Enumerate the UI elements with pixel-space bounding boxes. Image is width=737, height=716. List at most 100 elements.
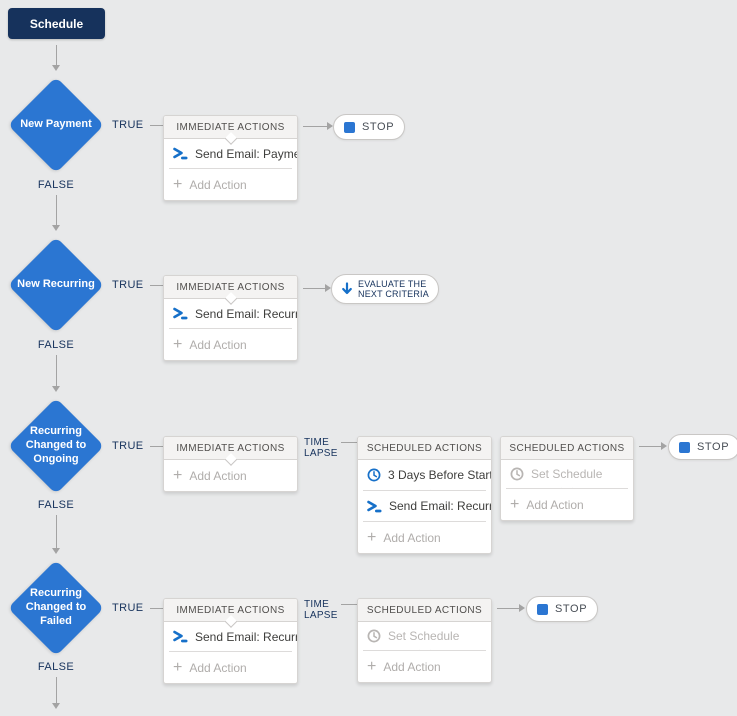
action-item-send-email-recurring[interactable]: Send Email: Recurri... [164,622,297,651]
divider [169,651,292,652]
plus-icon: + [367,657,377,675]
immediate-actions-title: IMMEDIATE ACTIONS [176,604,285,616]
plus-icon: + [173,335,183,353]
scheduled-actions-title: SCHEDULED ACTIONS [366,442,483,454]
set-schedule-button[interactable]: Set Schedule [501,460,633,488]
add-action-button[interactable]: + Add Action [358,651,491,682]
stop-square-icon [679,441,690,453]
add-action-label: Add Action [526,497,584,512]
plus-icon: + [173,658,183,676]
action-item-send-email-payment[interactable]: Send Email: Payme... [164,139,297,168]
connector-false-down-4 [52,677,60,709]
immediate-actions-header: IMMEDIATE ACTIONS [164,437,297,466]
true-label: TRUE [112,440,144,452]
stop-label: STOP [362,121,395,133]
divider [506,488,628,489]
action-item-send-email-recurring[interactable]: Send Email: Recurri... [358,491,491,521]
clock-icon [510,467,524,481]
time-label: TIME [304,437,330,448]
add-action-button[interactable]: + Add Action [358,522,491,553]
notch-icon [418,644,431,650]
set-schedule-button[interactable]: Set Schedule [358,622,491,650]
stop-label: STOP [555,603,588,615]
stop-square-icon [537,603,548,615]
immediate-actions-header: IMMEDIATE ACTIONS [164,599,297,628]
set-schedule-label: Set Schedule [531,467,603,481]
stop-square-icon [344,121,355,133]
clock-icon [367,468,381,482]
add-action-label: Add Action [189,177,247,192]
connector-false-down-1 [52,195,60,231]
scheduled-actions-header: SCHEDULED ACTIONS [358,599,491,622]
time-lapse-connector-3: TIME LAPSE [304,437,363,459]
scheduled-actions-box-1: SCHEDULED ACTIONS 3 Days Before Start...… [357,436,492,554]
scheduled-actions-header: SCHEDULED ACTIONS [358,437,491,460]
criteria-node-new-payment[interactable]: New Payment [7,76,105,174]
add-action-label: Add Action [189,337,247,352]
action-item-send-email-recurring[interactable]: Send Email: Recurri... [164,299,297,328]
scheduled-actions-box-3: SCHEDULED ACTIONS Set Schedule + Add Act… [357,598,492,683]
immediate-actions-box-2: IMMEDIATE ACTIONS Send Email: Recurri...… [163,275,298,361]
divider [363,650,486,651]
add-action-label: Add Action [383,659,441,674]
time-lapse-label: TIME LAPSE [304,437,338,459]
false-label-3: FALSE [37,499,75,511]
criteria-label: Recurring Changed to Failed [25,587,87,627]
action-flow-icon [173,307,188,320]
add-action-label: Add Action [383,530,441,545]
divider [169,168,292,169]
scheduled-actions-title: SCHEDULED ACTIONS [366,604,483,616]
lapse-label: LAPSE [304,610,338,621]
action-item-label: Send Email: Recurri... [195,306,297,321]
add-action-button[interactable]: + Add Action [164,460,297,491]
evaluate-next-criteria-pill: EVALUATE THE NEXT CRITERIA [331,274,439,304]
arrow-right-icon [340,438,363,446]
arrow-right-icon [497,604,525,612]
action-flow-icon [173,630,188,643]
time-lapse-connector-4: TIME LAPSE [304,599,363,621]
criteria-label: Recurring Changed to Ongoing [25,425,87,465]
action-flow-icon [367,500,382,512]
arrow-down-icon [342,282,352,295]
action-item-label: Send Email: Payme... [195,146,297,161]
true-label: TRUE [112,119,144,131]
action-item-label: Send Email: Recurri... [195,629,297,644]
true-label: TRUE [112,279,144,291]
immediate-actions-box-1: IMMEDIATE ACTIONS Send Email: Payme... +… [163,115,298,201]
add-action-label: Add Action [189,468,247,483]
add-action-button[interactable]: + Add Action [164,329,297,360]
scheduled-actions-box-2: SCHEDULED ACTIONS Set Schedule + Add Act… [500,436,634,521]
schedule-start-button[interactable]: Schedule [8,8,105,39]
add-action-button[interactable]: + Add Action [164,652,297,683]
time-label: TIME [304,599,330,610]
connector-start-down [52,45,60,71]
criteria-node-recurring-failed[interactable]: Recurring Changed to Failed [7,559,105,657]
stop-pill-2: STOP [668,434,737,460]
evaluate-label: EVALUATE THE NEXT CRITERIA [358,278,429,300]
stop-pill-3: STOP [526,596,599,622]
true-label: TRUE [112,602,144,614]
plus-icon: + [173,175,183,193]
add-action-button[interactable]: + Add Action [164,169,297,200]
immediate-actions-box-3: IMMEDIATE ACTIONS + Add Action [163,436,298,492]
arrow-right-icon [303,122,333,130]
time-lapse-label: TIME LAPSE [304,599,338,621]
action-item-label: Send Email: Recurri... [389,499,491,513]
stop-pill-1: STOP [333,114,406,140]
immediate-actions-title: IMMEDIATE ACTIONS [176,442,285,454]
schedule-item-3-days[interactable]: 3 Days Before Start... [358,460,491,490]
criteria-node-recurring-ongoing[interactable]: Recurring Changed to Ongoing [7,397,105,495]
action-flow-icon [173,147,188,160]
criteria-node-new-recurring[interactable]: New Recurring [7,236,105,334]
false-label-1: FALSE [37,179,75,191]
criteria-label: New Recurring [17,278,95,291]
true-connector-1: TRUE [112,118,174,132]
false-label-4: FALSE [37,661,75,673]
immediate-actions-box-4: IMMEDIATE ACTIONS Send Email: Recurri...… [163,598,298,684]
divider [169,328,292,329]
add-action-button[interactable]: + Add Action [501,489,633,520]
scheduled-actions-title: SCHEDULED ACTIONS [509,442,625,454]
immediate-actions-title: IMMEDIATE ACTIONS [176,121,285,133]
true-connector-4: TRUE [112,601,174,615]
